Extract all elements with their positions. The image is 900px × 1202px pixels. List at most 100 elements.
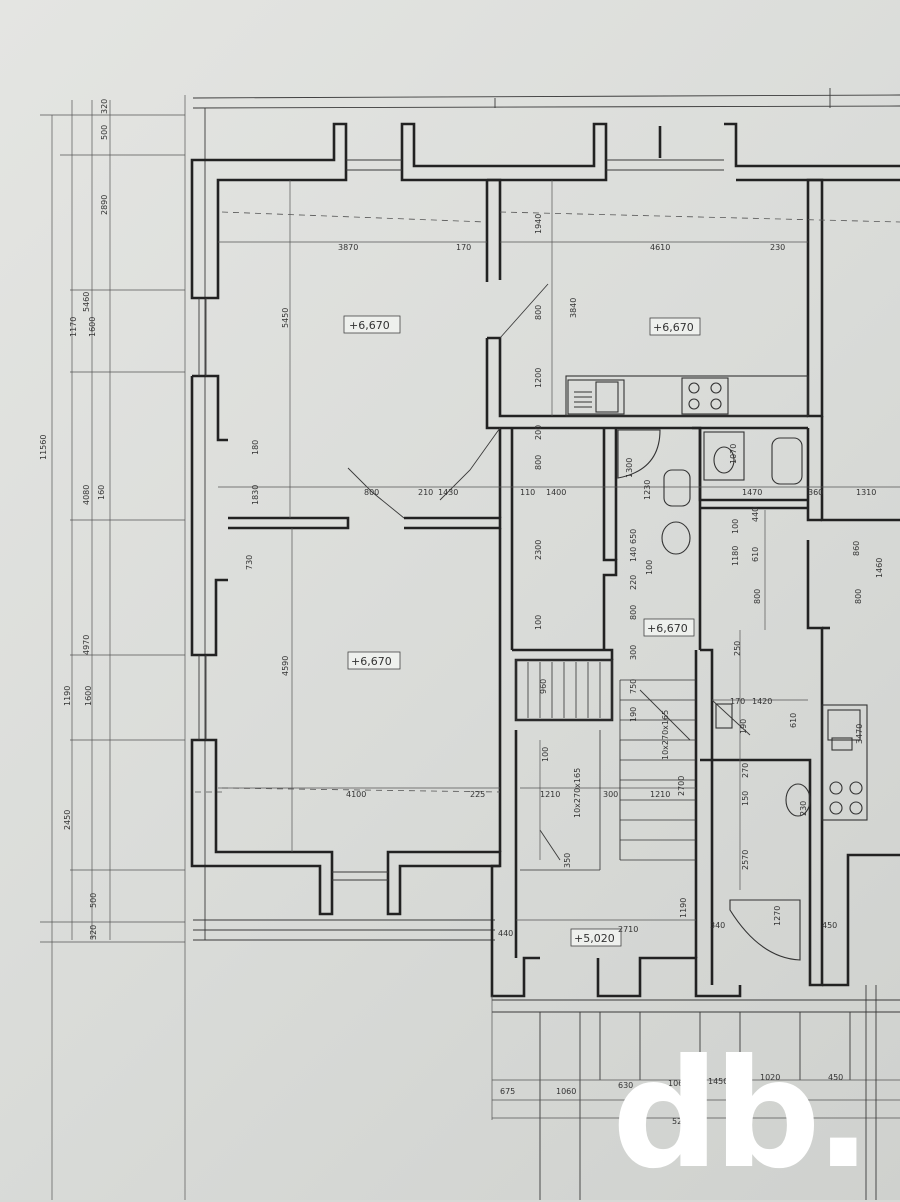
dim-room-1: 800 xyxy=(534,305,543,320)
dim-left-3: 5460 xyxy=(82,292,91,312)
dim-bottom-1: 1060 xyxy=(556,1087,576,1096)
dim-right-22: 1270 xyxy=(773,906,782,926)
dim-bottom-4: 1450 xyxy=(708,1077,728,1086)
dim-core-15: 100 xyxy=(541,747,550,762)
stair-flight-2-label: 10x270x165 xyxy=(661,710,670,760)
stair-labels: 10x270x165 10x270x165 xyxy=(573,710,670,818)
left-dimension-labels: 320 500 2890 5460 1170 1600 4080 160 497… xyxy=(39,99,109,940)
dim-bottom-3: 1060 xyxy=(668,1079,688,1088)
dim-bottom-6: 450 xyxy=(828,1073,843,1082)
dim-right-15: 610 xyxy=(789,713,798,728)
dim-core-9: 100 xyxy=(645,560,654,575)
top-dimension-labels: 3870 170 4610 230 1940 xyxy=(338,214,785,252)
dim-room-2: 1200 xyxy=(534,368,543,388)
dim-right-5: 100 xyxy=(731,519,740,534)
dim-core-6: 650 xyxy=(629,529,638,544)
level-room1: +6,670 xyxy=(349,319,390,332)
dim-left-12: 500 xyxy=(89,893,98,908)
dim-right-0: 1070 xyxy=(729,444,738,464)
dim-room-5: 1830 xyxy=(251,485,260,505)
bathroom-fixtures xyxy=(617,429,811,961)
top-edge-lines xyxy=(192,88,900,941)
stair-flight-1-label: 10x270x165 xyxy=(573,768,582,818)
dim-room-0: 5450 xyxy=(281,308,290,328)
dim-core-4: 1300 xyxy=(625,458,634,478)
dim-right-19: 150 xyxy=(741,791,750,806)
interior-walls xyxy=(228,178,900,998)
window-marks xyxy=(332,159,724,881)
dim-core-11: 300 xyxy=(629,645,638,660)
dim-right-16: 190 xyxy=(739,719,748,734)
dim-room-10: 1400 xyxy=(546,488,566,497)
dashed-lines xyxy=(195,211,900,793)
watermark-logo: db. xyxy=(612,1028,872,1202)
dim-room-3: 3840 xyxy=(569,298,578,318)
door-swings xyxy=(347,283,751,861)
dim-core-21: 1190 xyxy=(679,898,688,918)
dim-core-10: 800 xyxy=(629,605,638,620)
dim-right-6: 610 xyxy=(751,547,760,562)
level-room2: +6,670 xyxy=(653,321,694,334)
dim-right-10: 1460 xyxy=(875,558,884,578)
dim-right-4: 440 xyxy=(751,507,760,522)
dim-left-7: 160 xyxy=(97,485,106,500)
stairs xyxy=(515,659,696,871)
dim-right-12: 250 xyxy=(733,641,742,656)
dim-right-2: 360 xyxy=(808,488,823,497)
dim-right-18: 270 xyxy=(741,763,750,778)
bottom-dimension-labels: 675 1060 630 1060 1450 1020 450 5206 xyxy=(500,1073,843,1126)
level-box-room1 xyxy=(343,315,401,334)
dim-left-10: 1600 xyxy=(84,686,93,706)
dim-core-24: 340 xyxy=(710,921,725,930)
dim-left-6: 4080 xyxy=(82,485,91,505)
dim-right-21: 2570 xyxy=(741,850,750,870)
dim-core-5: 1230 xyxy=(643,480,652,500)
dim-core-3: 100 xyxy=(534,615,543,630)
dim-left-5: 1600 xyxy=(88,317,97,337)
level-box-room2 xyxy=(649,317,701,336)
dim-core-22: 2710 xyxy=(618,925,638,934)
dim-left-4: 1170 xyxy=(69,317,78,337)
dim-right-8: 800 xyxy=(753,589,762,604)
internal-dimension-lines xyxy=(218,180,900,921)
kitchen-room2 xyxy=(565,375,809,417)
dim-left-total: 11560 xyxy=(39,435,48,460)
dim-room-12: 4590 xyxy=(281,656,290,676)
level-hall: +6,670 xyxy=(647,622,688,635)
level-room3: +6,670 xyxy=(351,655,392,668)
dim-right-9: 860 xyxy=(852,541,861,556)
dim-bottom-5: 1020 xyxy=(760,1073,780,1082)
level-box-entry xyxy=(570,928,622,947)
level-box-room3 xyxy=(347,651,401,670)
dim-core-19: 2700 xyxy=(677,776,686,796)
dim-room-8: 1430 xyxy=(438,488,458,497)
bottom-dimension-lines xyxy=(491,985,900,1200)
dim-left-1: 500 xyxy=(100,125,109,140)
dim-core-23: 440 xyxy=(498,929,513,938)
dim-core-18: 1210 xyxy=(650,790,670,799)
dim-left-9: 1190 xyxy=(63,686,72,706)
dim-left-2: 2890 xyxy=(100,195,109,215)
dim-bottom-2: 630 xyxy=(618,1081,633,1090)
dim-left-13: 320 xyxy=(89,925,98,940)
dim-room-13: 4100 xyxy=(346,790,366,799)
dim-right-7: 1180 xyxy=(731,546,740,566)
dim-right-3: 1310 xyxy=(856,488,876,497)
dim-room-4: 180 xyxy=(251,440,260,455)
core-dimension-labels: 200 800 2300 100 1300 1230 650 140 220 1… xyxy=(498,425,725,938)
exterior-walls xyxy=(190,122,900,916)
dim-top-1: 170 xyxy=(456,243,471,252)
dim-bottom-7: 5206 xyxy=(672,1117,692,1126)
dim-right-14: 1420 xyxy=(752,697,772,706)
dim-bottom-0: 675 xyxy=(500,1087,515,1096)
left-dimension-lines xyxy=(40,95,186,1200)
level-markers: +6,670 +6,670 +6,670 +6,670 +5,020 xyxy=(343,315,701,947)
dim-left-8: 4970 xyxy=(82,635,91,655)
dim-right-1: 1470 xyxy=(742,488,762,497)
dim-left-11: 2450 xyxy=(63,810,72,830)
kitchen-right xyxy=(821,704,868,821)
room-dimension-labels: 5450 800 1200 3840 180 1830 800 210 1430… xyxy=(245,298,578,799)
level-entry: +5,020 xyxy=(574,932,615,945)
